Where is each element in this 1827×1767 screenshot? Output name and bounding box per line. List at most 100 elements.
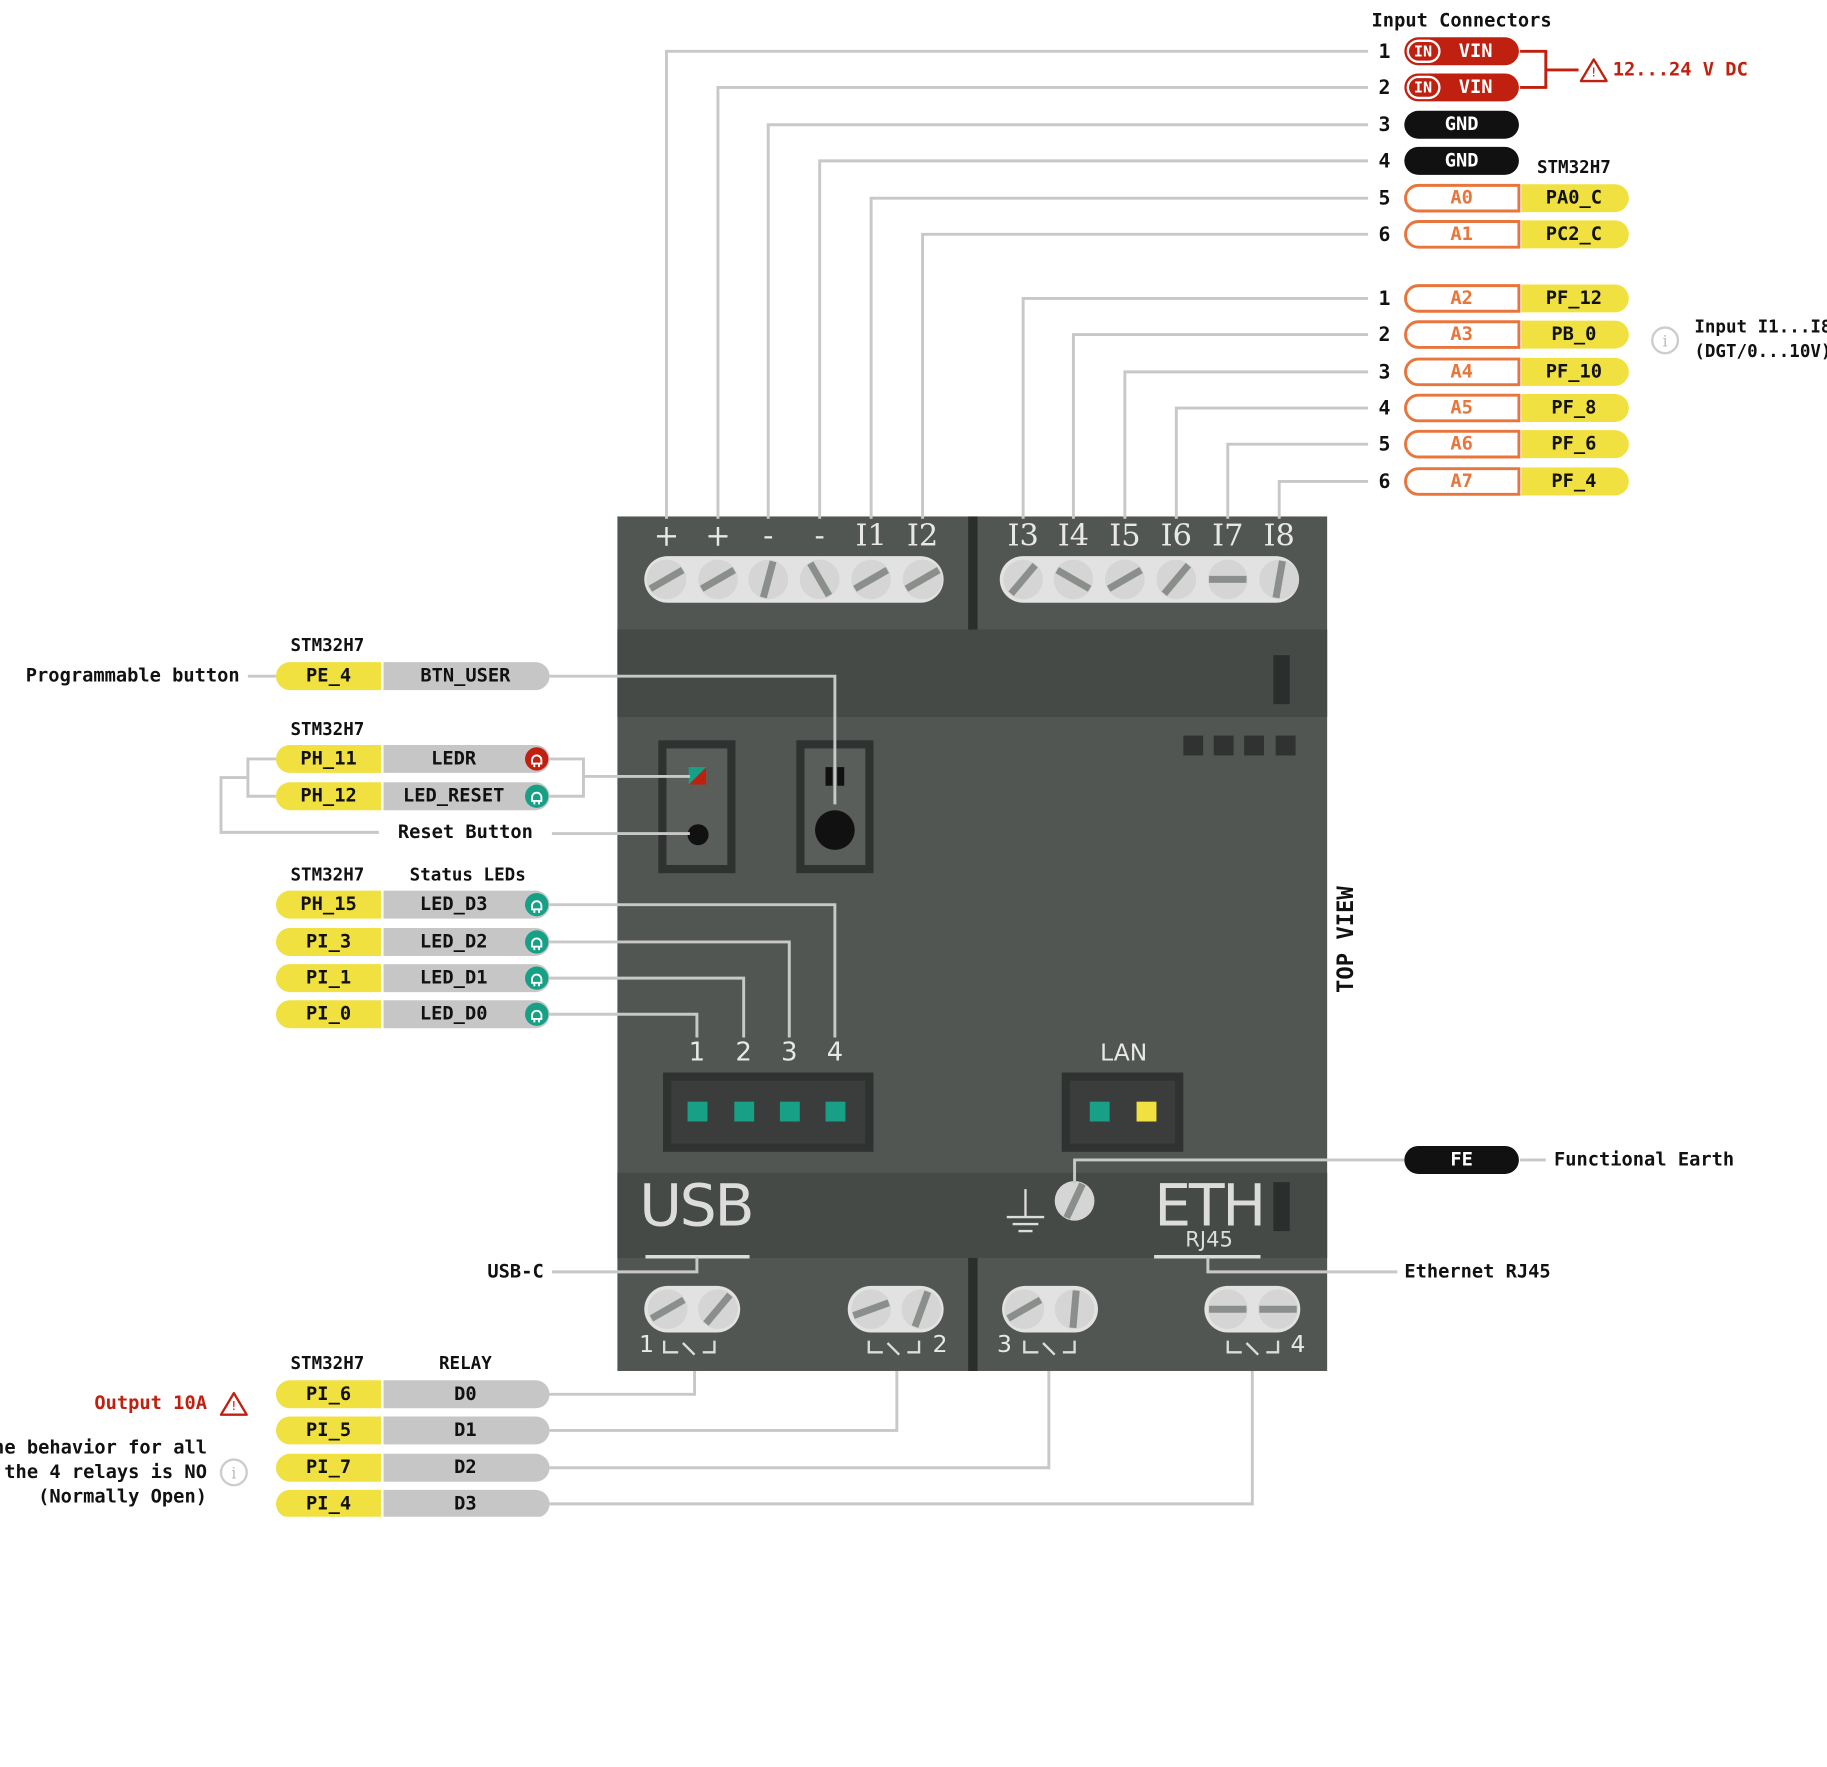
user-button-mark: [825, 767, 833, 786]
relay-contact-icon: [662, 1340, 716, 1356]
warning-icon: !: [1591, 65, 1596, 80]
lan-led: [1136, 1101, 1157, 1122]
connector-number: 1: [1378, 287, 1390, 310]
terminal-screw: [1161, 562, 1192, 596]
eth-label: ETH: [1154, 1171, 1264, 1239]
signal-pin-label: BTN_USER: [420, 666, 511, 687]
terminal-screw: [853, 567, 890, 592]
stm-pin: [276, 1489, 382, 1517]
stm-pin-label: PH_11: [300, 748, 356, 769]
led-icon: [525, 966, 549, 990]
terminal-screw: [1008, 562, 1038, 596]
ethernet-label: Ethernet RJ45: [1404, 1261, 1550, 1282]
input-connector-line: [921, 232, 1369, 519]
relay-line: [549, 1370, 697, 1396]
stm-pin: [1521, 467, 1629, 496]
reset-recess-inner: [666, 748, 728, 866]
stm-pin-label: PE_4: [306, 666, 351, 687]
signal-pin: [383, 1453, 550, 1482]
rj45-label: RJ45: [1185, 1227, 1233, 1252]
status-led-line: [549, 976, 746, 1038]
input-connectors-title: Input Connectors: [1372, 11, 1552, 32]
terminal-label: +: [705, 519, 730, 554]
connector-number: 2: [1378, 76, 1390, 99]
terminal-screw: [1055, 567, 1092, 592]
terminal-label: I1: [855, 519, 886, 554]
stm-pin-label: PI_3: [306, 931, 351, 952]
status-led-number: 4: [827, 1038, 843, 1068]
vin-pin: [1404, 73, 1519, 102]
terminal-screw: [1272, 560, 1286, 599]
stm-header: STM32H7: [290, 636, 364, 656]
vent-slot: [1213, 735, 1234, 756]
ground-icon: [1006, 1189, 1045, 1233]
info-icon: i: [1663, 333, 1668, 351]
connector-number: 2: [1378, 323, 1390, 346]
stm-pin-label: PI_0: [306, 1004, 351, 1025]
analog-pin: [1404, 467, 1521, 496]
user-button-mark: [837, 767, 845, 786]
analog-pin: [1404, 183, 1521, 213]
relay-number: 4: [1290, 1330, 1305, 1358]
info-icon: [219, 1458, 248, 1487]
analog-pin: [1404, 357, 1521, 387]
stm-pin-label: PC2_C: [1546, 224, 1602, 245]
reset-bracket: [219, 757, 379, 834]
stm-pin-label: PI_5: [306, 1420, 351, 1441]
connector-number: 3: [1378, 113, 1390, 136]
analog-pin: [1404, 220, 1519, 249]
in-badge: [1406, 75, 1441, 100]
relay-behavior-note: (Normally Open): [38, 1486, 207, 1507]
analog-pin-label: A0: [1450, 188, 1473, 209]
terminal-screw: [699, 567, 736, 592]
stm-header: STM32H7: [290, 866, 364, 886]
input-connector-line: [665, 49, 1369, 519]
stm-pin: [1521, 284, 1629, 313]
status-led-number: 2: [735, 1038, 751, 1068]
signal-pin-label: LED_RESET: [403, 786, 504, 807]
signal-pin-label: LED_D3: [420, 894, 488, 915]
signal-pin-label: LED_D1: [420, 968, 488, 989]
analog-input-line: [1226, 442, 1369, 519]
stm-pin: [275, 662, 382, 691]
vent-slot: [1244, 735, 1265, 756]
relay-screw: [852, 1299, 890, 1319]
terminal-label: I2: [907, 519, 938, 554]
info-icon: [1651, 326, 1680, 355]
vent-slot: [1183, 735, 1204, 756]
stm-pin: [275, 890, 382, 919]
terminal-divider: [968, 1257, 978, 1371]
led-icon: [525, 784, 549, 808]
relay-line: [549, 1370, 1051, 1470]
reset-button-hole: [687, 824, 709, 846]
analog-pin-label: A2: [1450, 288, 1473, 309]
terminal-label: -: [763, 519, 773, 554]
analog-pin-label: A1: [1450, 224, 1473, 245]
stm-pin: [1521, 430, 1629, 459]
gnd-pin-label: GND: [1445, 150, 1479, 171]
connector-number: 4: [1378, 397, 1390, 420]
fe-line: [1073, 1158, 1405, 1184]
analog-input-line: [1021, 296, 1369, 519]
relay-screw: [1006, 1296, 1043, 1322]
connector-number: 5: [1378, 187, 1390, 210]
signal-pin: [383, 890, 550, 919]
stm-pin-label: PF_8: [1551, 398, 1596, 419]
eth-line: [1206, 1256, 1398, 1274]
stm-pin-label: PF_4: [1551, 471, 1596, 492]
stm-pin: [1521, 184, 1629, 213]
relay-number: 3: [997, 1330, 1012, 1358]
relay-line: [549, 1370, 899, 1432]
connector-number: 6: [1378, 223, 1390, 246]
led-icon: [531, 754, 543, 768]
signal-pin-label: LEDR: [431, 748, 477, 769]
terminal-label: -: [815, 519, 825, 554]
stm-header: STM32H7: [290, 720, 364, 740]
terminal-block-left: [644, 556, 944, 603]
led-icon: [531, 937, 543, 951]
connector-number: 3: [1378, 360, 1390, 383]
gnd-pin-label: GND: [1445, 114, 1479, 135]
relay-screw: [703, 1292, 733, 1326]
